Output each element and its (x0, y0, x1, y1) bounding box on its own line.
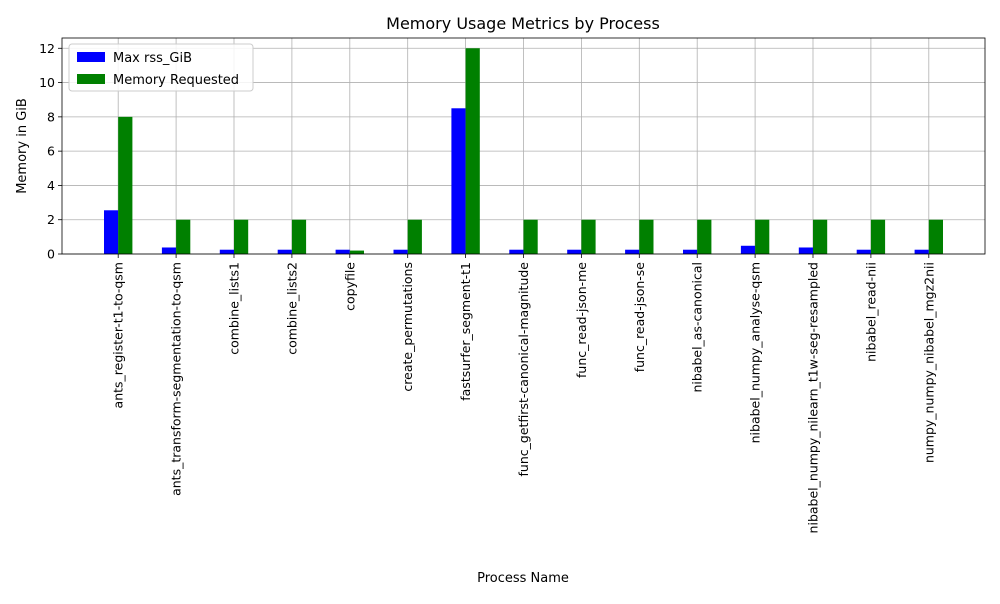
x-tick-label: func_getfirst-canonical-magnitude (516, 262, 531, 477)
y-tick-label: 12 (39, 41, 55, 56)
x-tick-label: func_read-json-se (632, 262, 647, 373)
legend: Max rss_GiB Memory Requested (68, 43, 254, 92)
bar-memory-requested (291, 219, 307, 254)
bar-max-rss (104, 210, 119, 254)
plot-frame (61, 37, 986, 255)
x-tick-label: ants_register-t1-to-qsm (111, 262, 126, 408)
x-tick-label: nibabel_numpy_nilearn_t1w-seg-resampled (806, 262, 821, 533)
bar-memory-requested (870, 219, 886, 254)
legend-box (68, 43, 254, 92)
y-axis-label: Memory in GiB (15, 98, 30, 194)
bar-memory-requested (813, 219, 828, 254)
legend-label: Memory Requested (113, 73, 239, 88)
y-tick-label: 0 (47, 247, 55, 262)
x-tick-label: fastsurfer_segment-t1 (458, 262, 473, 401)
bar-max-rss (914, 249, 929, 254)
bar-memory-requested (176, 219, 191, 254)
bar-memory-requested (407, 219, 422, 254)
x-tick-label: nibabel_read-nii (863, 262, 878, 362)
bar-memory-requested (639, 219, 654, 254)
bar-max-rss (509, 249, 524, 254)
x-tick-label: nibabel_numpy_analyse-qsm (748, 262, 763, 443)
bar-max-rss (335, 249, 350, 254)
bar-memory-requested (755, 219, 770, 254)
bar-max-rss (277, 249, 292, 254)
y-tick-label: 6 (47, 144, 55, 159)
bar-memory-requested (523, 219, 538, 254)
bar-max-rss (567, 249, 582, 254)
x-tick-label: combine_lists1 (227, 262, 242, 355)
y-tick-label: 2 (47, 212, 55, 227)
legend-label: Max rss_GiB (113, 51, 192, 66)
bar-max-rss (625, 249, 640, 254)
bar-max-rss (740, 245, 756, 254)
bar-memory-requested (234, 219, 249, 254)
chart-title: Memory Usage Metrics by Process (386, 14, 660, 33)
y-tick-label: 4 (47, 178, 55, 193)
y-tick-label: 8 (47, 109, 55, 124)
x-tick-label: nibabel_as-canonical (690, 262, 705, 393)
axes (58, 37, 986, 258)
bar-max-rss (683, 249, 698, 254)
x-tick-label: numpy_numpy_nibabel_mgz2nii (921, 262, 936, 463)
bar-memory-requested (465, 48, 480, 255)
bar-max-rss (798, 247, 813, 254)
bar-memory-requested (581, 219, 596, 254)
bar-max-rss (856, 249, 871, 254)
legend-swatch (77, 52, 105, 62)
bar-max-rss (451, 108, 466, 255)
bar-max-rss (219, 249, 234, 254)
tick-labels: 0 2 4 6 8 10 12 ants_register-t1-to-qsm ants_tra… (39, 41, 936, 534)
bar-max-rss (161, 247, 177, 254)
x-tick-label: combine_lists2 (284, 262, 299, 355)
legend-swatch (77, 74, 105, 84)
bar-memory-requested (697, 219, 712, 254)
x-tick-label: copyfile (342, 262, 357, 311)
x-axis-label: Process Name (477, 571, 569, 586)
bar-memory-requested (928, 219, 943, 254)
bars (104, 48, 943, 255)
x-tick-label: func_read-json-me (574, 262, 589, 378)
x-tick-label: ants_transform-segmentation-to-qsm (169, 262, 184, 496)
bar-memory-requested (118, 116, 133, 254)
bar-memory-requested (349, 250, 364, 254)
y-tick-label: 10 (39, 75, 55, 90)
bar-max-rss (393, 249, 408, 254)
x-tick-label: create_permutations (400, 262, 415, 392)
